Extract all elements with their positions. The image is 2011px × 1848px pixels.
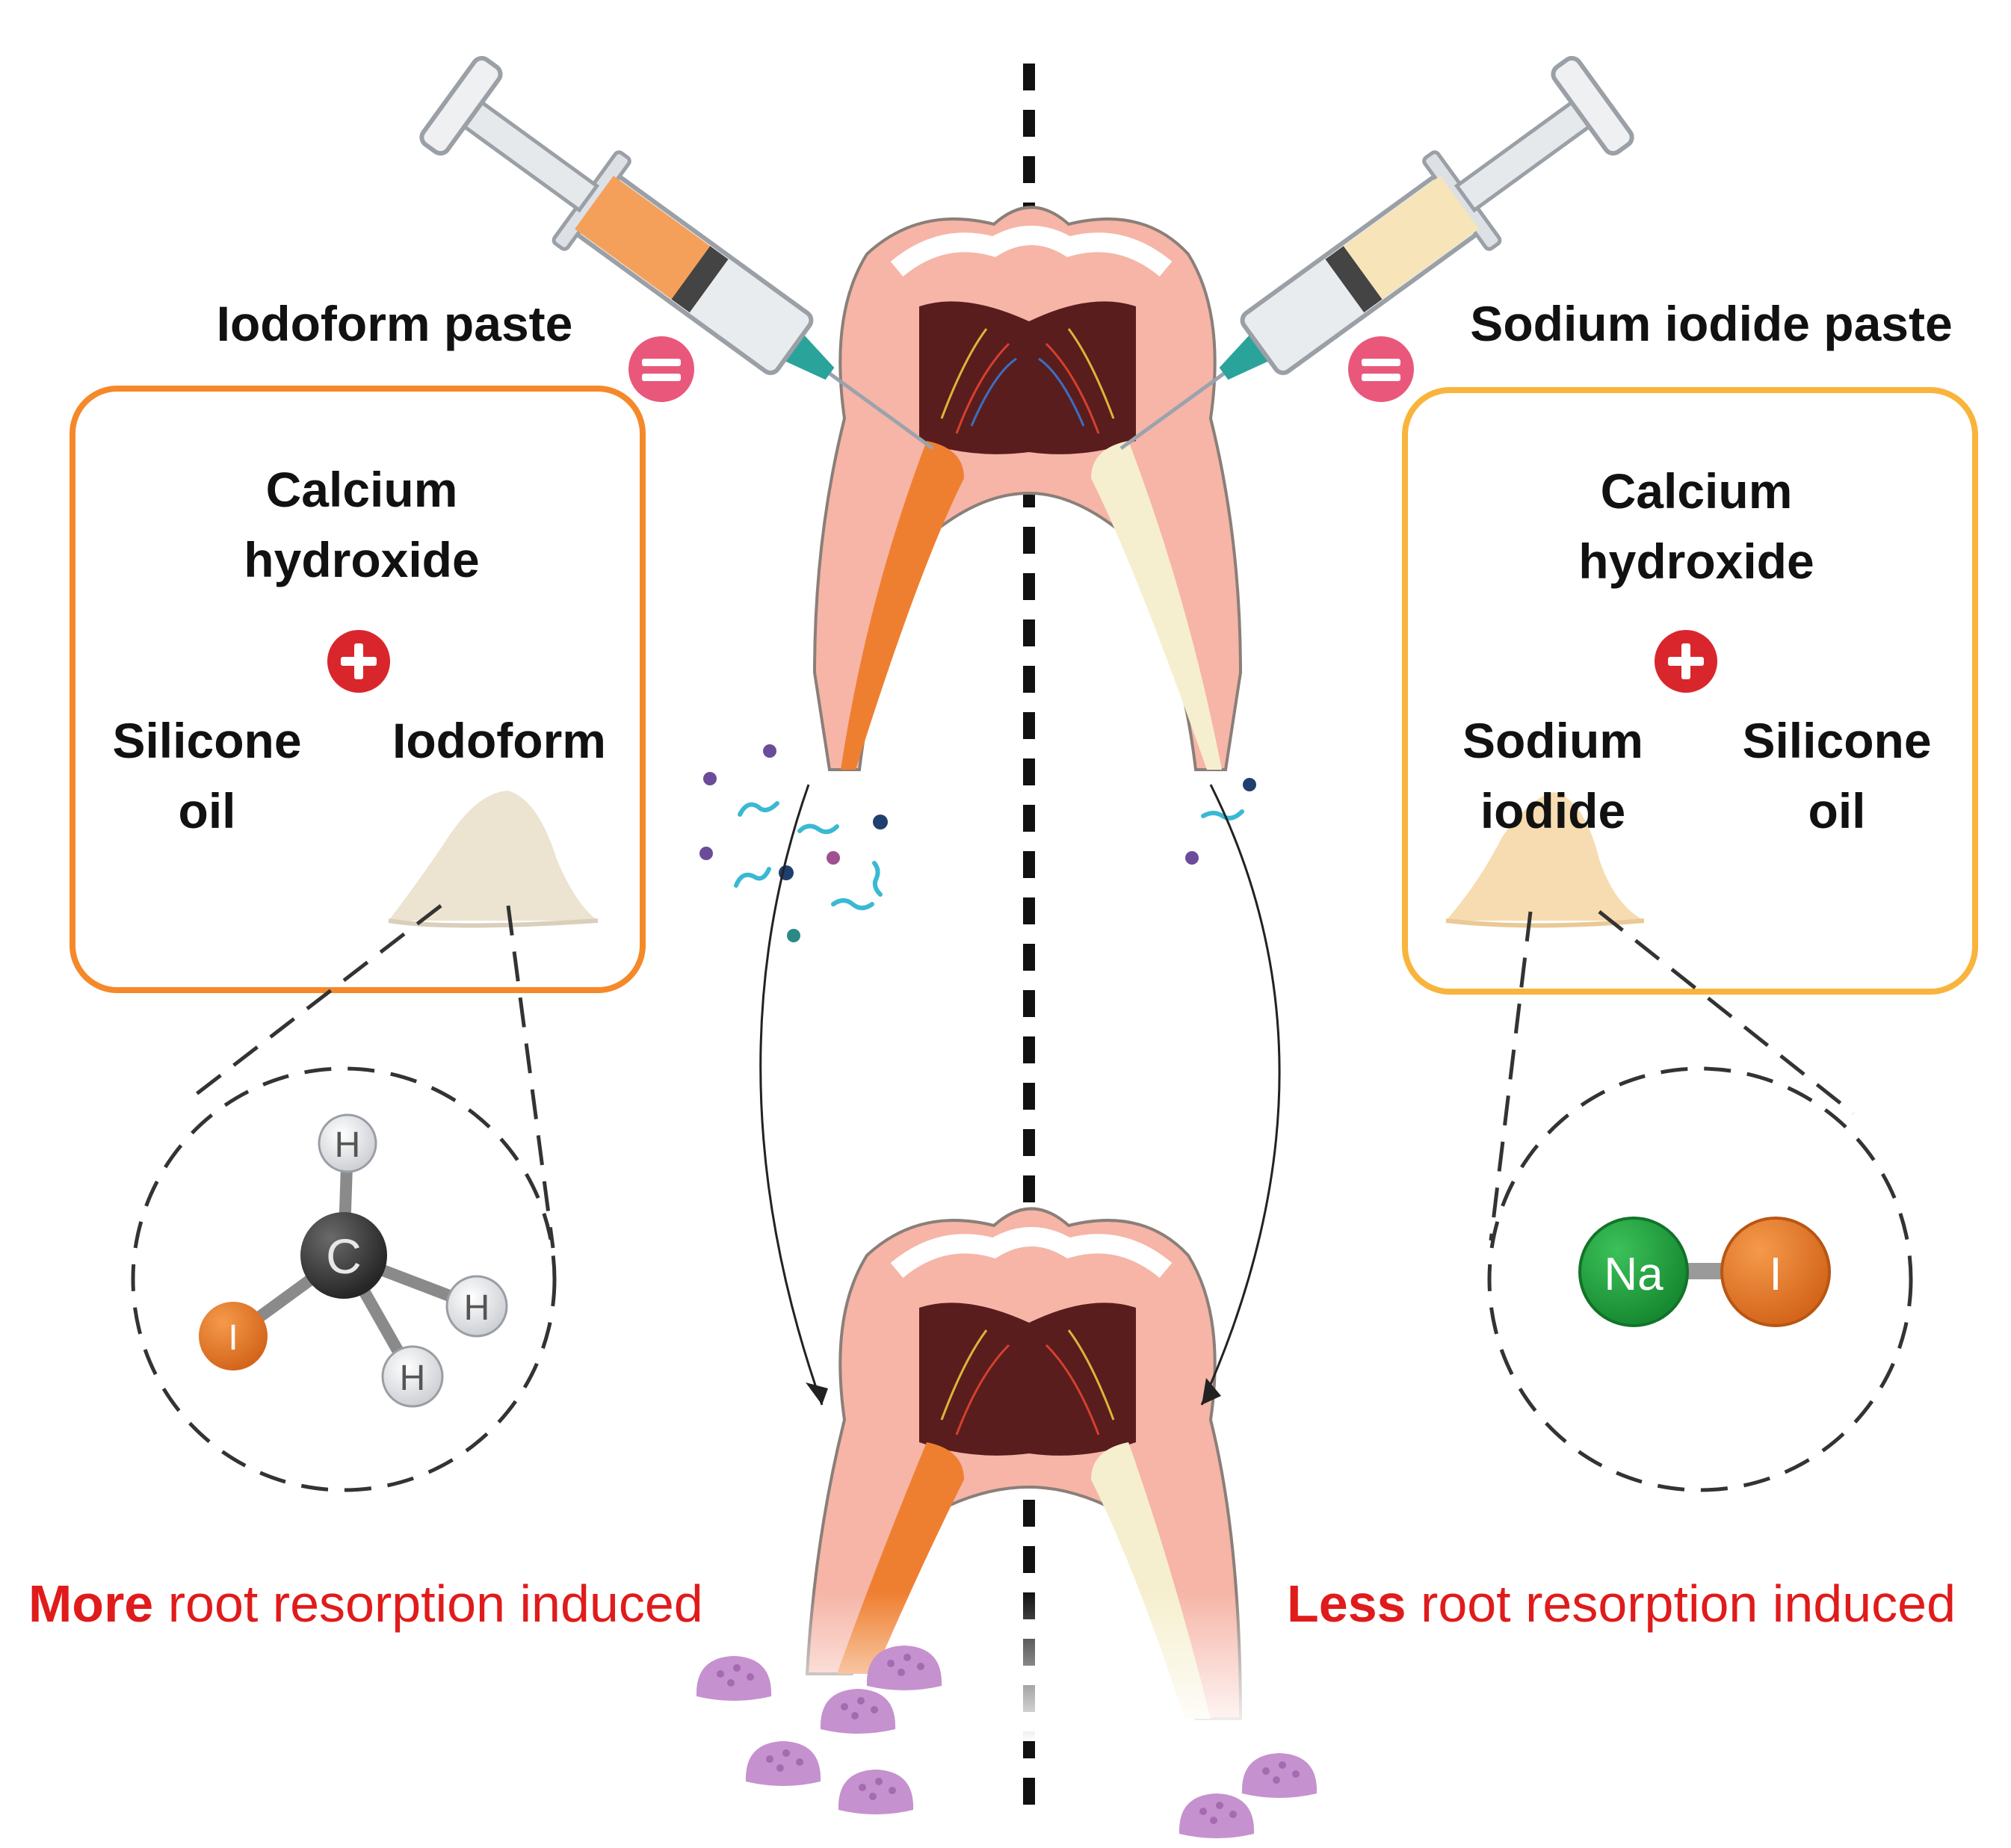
left-molecule-zoom [131,1066,557,1492]
right-title: Sodium iodide paste [1470,296,1952,351]
svg-text:Na: Na [1604,1249,1664,1300]
sodium-atom: Na [1578,1217,1689,1327]
flow-arrow-left-head [806,1382,828,1405]
right-outcome-label: Less root resorption induced [1287,1574,1956,1633]
left-ingredient-a-line2: oil [179,783,236,838]
tooth-icon-top [812,205,1243,771]
tooth-icon-bottom [792,1207,1255,1741]
syringe-icon-right [1088,52,1637,494]
svg-text:I: I [228,1318,238,1358]
syringe-icon-left [416,52,966,494]
flow-arrow-right-head [1202,1378,1221,1405]
right-ingredient-b-line1: Silicone [1742,713,1931,768]
powder-pile-icon-left [388,791,599,928]
zoom-line-left-b [506,905,555,1249]
left-ingredient-a-line1: Silicone [112,713,301,768]
left-ingredient-b: Iodoform [392,713,606,768]
hydrogen-atom-top: H [318,1113,377,1173]
plus-icon-right [1655,630,1717,693]
bacteria-icon-right [1185,778,1256,865]
svg-text:C: C [326,1229,362,1284]
left-outcome-label: More root resorption induced [28,1574,703,1633]
left-composition-box [69,386,646,993]
zoom-line-left-a [189,904,442,1100]
svg-text:I: I [1769,1249,1782,1300]
iodide-atom: I [1720,1217,1831,1327]
bacteria-icon-left [699,744,888,942]
carbon-atom: C [300,1212,387,1299]
right-ingredient-top-line1: Calcium [1601,463,1793,519]
zoom-line-right-a [1489,911,1533,1241]
right-outcome-rest: root resorption induced [1406,1574,1956,1633]
right-ingredient-a-line2: iodide [1480,783,1625,838]
equals-icon-right [1348,336,1414,402]
zoom-line-right-b [1598,910,1855,1115]
right-composition-box [1402,387,1978,995]
left-ingredient-top-line2: hydroxide [244,532,479,587]
right-molecule: Na I [1578,1217,1831,1327]
svg-text:H: H [464,1288,490,1328]
left-outcome-rest: root resorption induced [153,1574,702,1633]
equals-icon-left [628,336,694,402]
plus-icon-left [327,630,390,693]
right-molecule-zoom [1487,1066,1913,1492]
osteoclast-icon-right [1179,1753,1318,1838]
flow-arrow-left [759,784,824,1406]
left-molecule: H H H I C [199,1113,508,1408]
svg-text:H: H [335,1125,361,1165]
left-outcome-emphasis: More [28,1574,153,1633]
left-title: Iodoform paste [217,296,573,351]
right-outcome-emphasis: Less [1287,1574,1406,1633]
hydrogen-atom-right: H [445,1275,508,1338]
right-ingredient-top-line2: hydroxide [1578,534,1814,589]
flow-arrow-right [1200,784,1281,1406]
left-ingredient-top-line1: Calcium [266,462,458,517]
iodine-atom-left: I [199,1302,268,1370]
svg-text:H: H [400,1359,426,1398]
right-ingredient-a-line1: Sodium [1462,713,1643,768]
right-ingredient-b-line2: oil [1808,783,1866,838]
hydrogen-atom-bottom: H [381,1345,444,1408]
